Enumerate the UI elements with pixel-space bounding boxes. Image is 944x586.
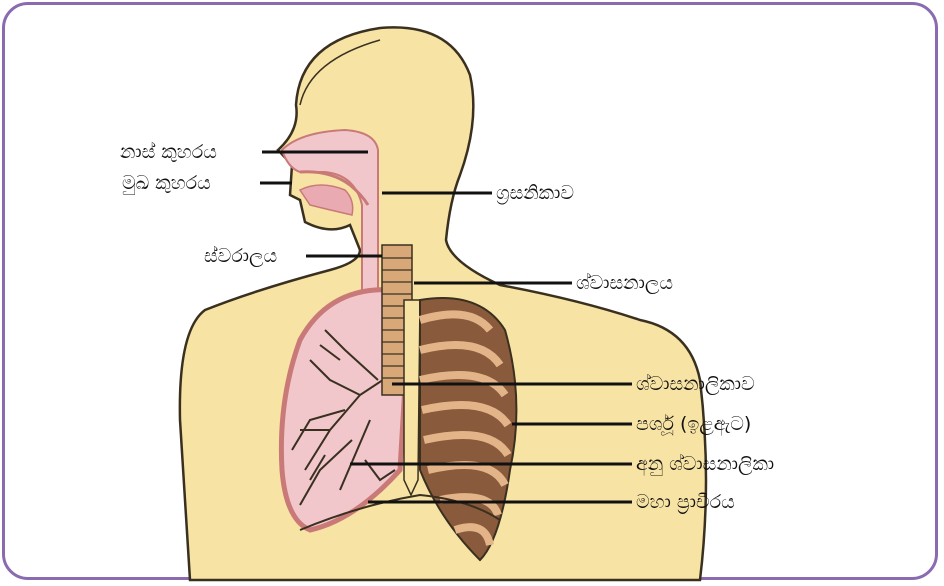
- label-nasal-cavity: නාස් කුහරය: [120, 141, 217, 163]
- label-bronchioles: අනු ශ්වාසනාලිකා: [636, 453, 774, 475]
- label-ribs: පර්ශූ (ඉළඇට): [636, 413, 751, 435]
- label-bronchus: ශ්වාසනාලිකාව: [636, 373, 755, 395]
- label-trachea: ශ්වාසනාලය: [576, 272, 673, 294]
- label-larynx: ස්වරාලය: [204, 245, 277, 267]
- label-diaphragm: මහා ප්‍රාචීරය: [636, 491, 735, 513]
- label-pharynx: ග්‍රසනිකාව: [496, 182, 574, 204]
- sternum: [404, 300, 420, 495]
- label-oral-cavity: මුඛ කුහරය: [122, 172, 211, 194]
